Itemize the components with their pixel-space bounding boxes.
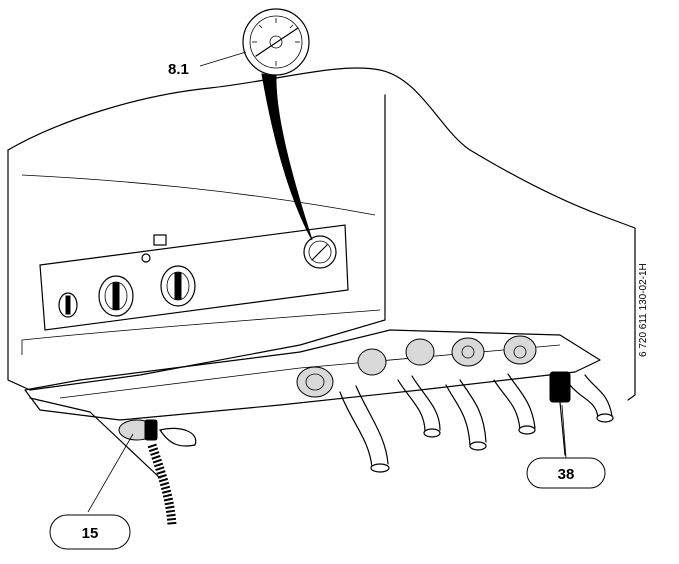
pipe-end-3 (469, 441, 487, 451)
side-bracket (29, 397, 161, 479)
pipe-3 (445, 379, 487, 446)
panel-indicator (141, 253, 151, 263)
fitting-15-ring (159, 427, 197, 447)
callout-15: 15 (82, 525, 99, 542)
panel-pressure-gauge (303, 235, 337, 269)
valve-3 (405, 338, 435, 366)
panel-switch (153, 234, 167, 246)
valve-4 (451, 337, 485, 367)
control-knob-right (160, 265, 196, 307)
callout-15-bubble (49, 514, 131, 550)
control-knob-left (98, 275, 134, 317)
gauge-connector-band (261, 73, 313, 241)
pipe-end-5 (596, 413, 614, 423)
boiler-cover-outline (7, 67, 636, 401)
callout-8-1: 8.1 (168, 61, 189, 78)
pipe-4 (493, 373, 536, 431)
control-knob-small (58, 292, 78, 318)
pipe-end-4 (518, 425, 536, 435)
boiler-front-panel (7, 94, 386, 391)
fitting-15 (118, 419, 158, 441)
pipe-end-2 (423, 428, 441, 438)
valve-5 (503, 335, 537, 365)
leader-line-38 (561, 404, 567, 459)
pipe-5 (569, 374, 613, 419)
valve-1 (296, 366, 334, 398)
fitting-38 (549, 371, 571, 456)
valve-2 (357, 348, 387, 376)
pipe-end-1 (370, 463, 390, 473)
boiler-inner-panel (21, 174, 376, 216)
gauge-detail (242, 8, 310, 76)
pipe-2 (397, 375, 441, 433)
leader-line-8-1 (199, 51, 247, 67)
document-code: 6 720 611 130-02-1H (638, 263, 649, 357)
boiler-panel-lower-edge (21, 309, 381, 355)
leader-line-15 (87, 433, 134, 513)
callout-38: 38 (558, 466, 575, 483)
lower-manifold (24, 329, 601, 421)
corrugated-hose (147, 443, 177, 526)
pipe-1 (339, 385, 389, 469)
callout-38-bubble (526, 457, 606, 489)
